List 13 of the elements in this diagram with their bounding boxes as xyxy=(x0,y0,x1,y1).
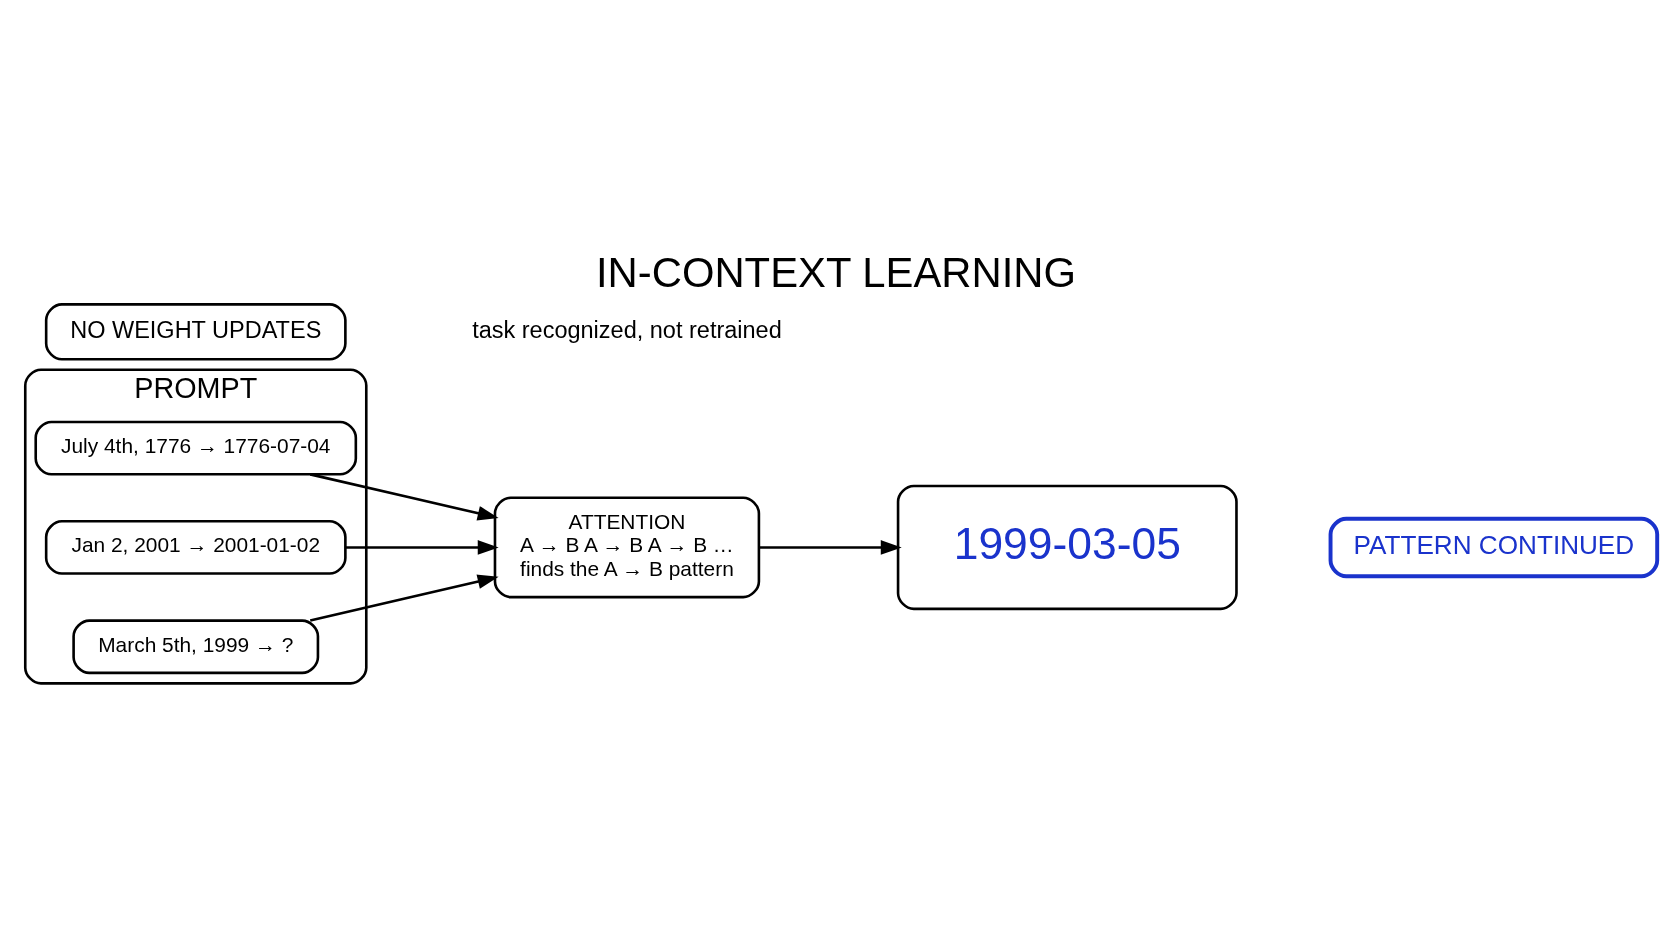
label: task recognized, not retrained xyxy=(472,316,782,343)
node-box: 1999-03-05 xyxy=(896,484,1238,610)
node-box: ATTENTION A → B A → B A → B … finds the A → B pattern xyxy=(493,496,761,598)
node-box: March 5th, 1999 → ? xyxy=(72,618,320,674)
node-box: Jan 2, 2001 → 2001-01-02 xyxy=(44,519,347,575)
arrow xyxy=(345,539,499,555)
diagram-title: IN-CONTEXT LEARNING xyxy=(596,248,1076,296)
node-box: PATTERN CONTINUED xyxy=(1328,516,1660,578)
node-box: July 4th, 1776 → 1776-07-04 xyxy=(34,420,358,476)
node-box: NO WEIGHT UPDATES xyxy=(44,302,347,361)
arrow xyxy=(759,539,902,555)
arrow xyxy=(309,472,499,520)
arrow xyxy=(309,573,499,622)
